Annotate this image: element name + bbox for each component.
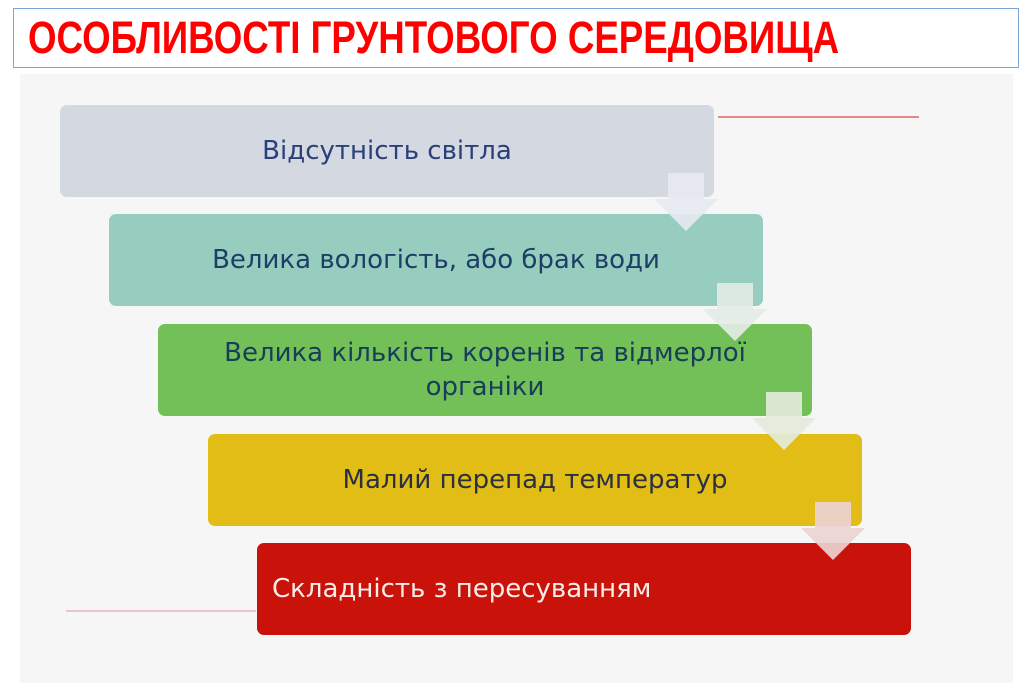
step-box-5: Складність з пересуванням <box>257 543 911 635</box>
step-label-3: Велика кількість коренів та відмерлої ор… <box>224 338 746 402</box>
step-box-3: Велика кількість коренів та відмерлої ор… <box>158 324 812 416</box>
step-box-1: Відсутність світла <box>60 105 714 197</box>
arrow-down-icon <box>654 173 718 231</box>
step-box-4: Малий перепад температур <box>208 434 862 526</box>
arrow-down-icon <box>752 392 816 450</box>
step-box-2: Велика вологість, або брак води <box>109 214 763 306</box>
title-banner: ОСОБЛИВОСТІ ГРУНТОВОГО СЕРЕДОВИЩА <box>13 8 1019 68</box>
step-label-2: Велика вологість, або брак води <box>212 245 660 275</box>
accent-line-bottom <box>66 610 256 612</box>
accent-line-top <box>718 116 919 118</box>
step-label-1: Відсутність світла <box>262 136 512 166</box>
step-label-4: Малий перепад температур <box>342 465 728 495</box>
arrow-down-icon <box>703 283 767 341</box>
arrow-down-icon <box>801 502 865 560</box>
page-title: ОСОБЛИВОСТІ ГРУНТОВОГО СЕРЕДОВИЩА <box>28 12 840 63</box>
step-label-5: Складність з пересуванням <box>272 574 652 604</box>
